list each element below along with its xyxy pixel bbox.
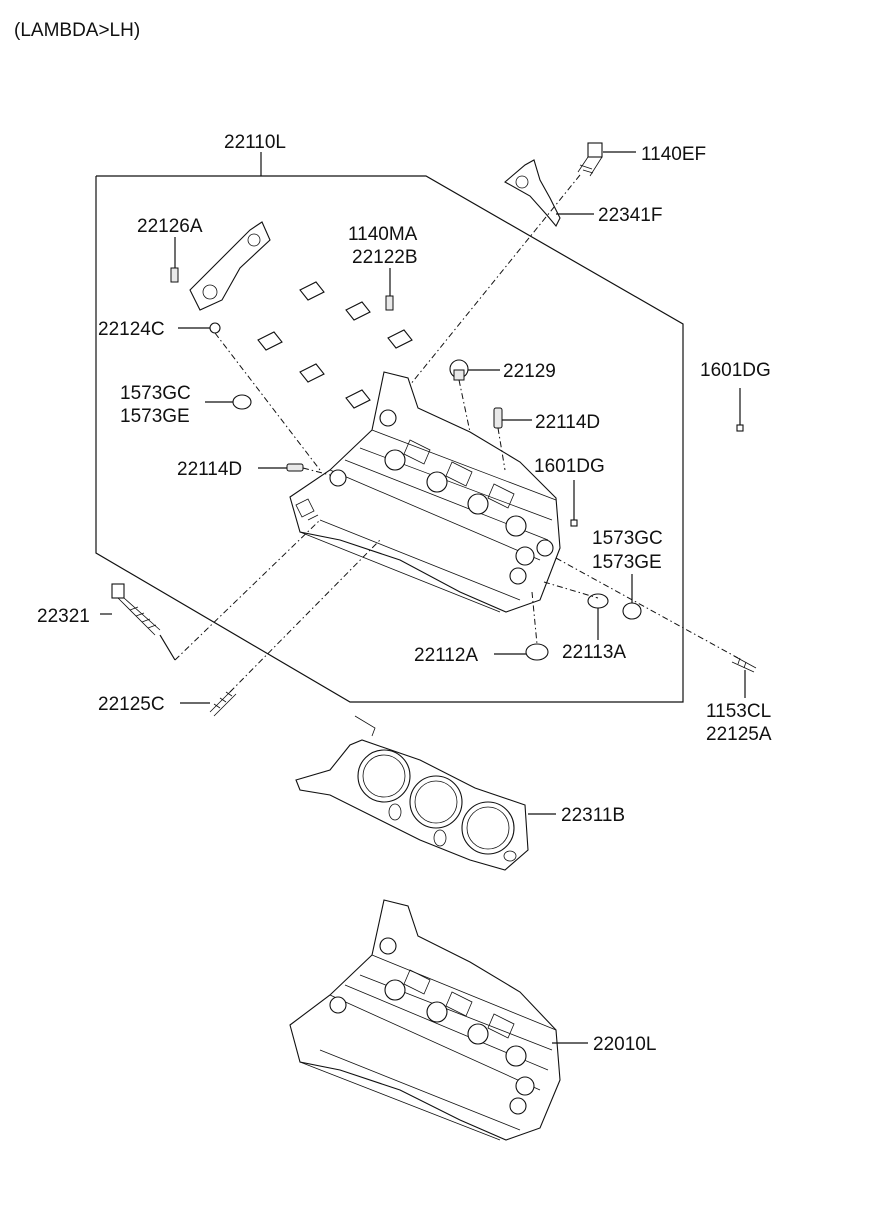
camshaft-bearing-caps [170, 221, 413, 409]
plug-1573GC-right-icon [622, 602, 642, 620]
dash-seals [531, 581, 599, 645]
bolt-1140EF-icon [577, 142, 603, 177]
seal-22113A-icon [587, 593, 609, 609]
label-22122B: 22122B [352, 247, 418, 268]
seal-22112A-icon [525, 643, 549, 661]
bolt-22321-icon [111, 583, 161, 636]
head-gasket-22311B [295, 715, 529, 871]
stud-1153CL-icon [731, 655, 757, 673]
cap-1601DG-outer-icon [736, 424, 744, 432]
label-1140EF: 1140EF [641, 144, 706, 165]
label-1573GE-left: 1573GE [120, 406, 190, 427]
cylinder-head-assembly [289, 371, 561, 613]
label-1601DG-inner: 1601DG [534, 456, 605, 477]
label-22126A: 22126A [137, 216, 203, 237]
label-22112A: 22112A [414, 645, 478, 666]
plug-1573GC-left-icon [232, 394, 252, 410]
label-22110L: 22110L [224, 132, 286, 153]
label-22113A: 22113A [562, 642, 626, 663]
cap-1601DG-inner-icon [570, 519, 578, 527]
dash-22124C [214, 332, 321, 471]
dash-plugs [458, 379, 506, 471]
label-1573GC-left: 1573GC [120, 383, 191, 404]
pin-22114D-left-icon [286, 463, 304, 472]
label-1140MA: 1140MA [348, 224, 418, 245]
label-22114D-left: 22114D [177, 459, 242, 480]
stud-22125C-icon [209, 689, 237, 717]
label-22114D-right: 22114D [535, 412, 600, 433]
label-1153CL: 1153CL [706, 701, 771, 722]
label-1573GC-right: 1573GC [592, 528, 663, 549]
bracket-22341F-icon [504, 159, 561, 227]
label-22010L: 22010L [593, 1034, 656, 1055]
dash-1140EF [409, 174, 581, 386]
dash-22114D-left [302, 467, 331, 476]
dowel-22124C-icon [209, 322, 221, 334]
label-1573GE-right: 1573GE [592, 552, 662, 573]
dash-22125C [229, 539, 381, 693]
label-22124C: 22124C [98, 319, 165, 340]
variant-header: (LAMBDA>LH) [14, 20, 140, 41]
assembly-outline [95, 175, 684, 703]
cylinder-head-22010L [289, 899, 561, 1141]
label-22341F: 22341F [598, 205, 662, 226]
label-1601DG-outer: 1601DG [700, 360, 771, 381]
pin-22114D-right-icon [493, 407, 503, 429]
dash-1153CL [555, 557, 739, 659]
label-22125C: 22125C [98, 694, 165, 715]
dash-22321 [174, 519, 321, 661]
label-22321: 22321 [37, 606, 90, 627]
label-22129: 22129 [503, 361, 556, 382]
label-22311B: 22311B [561, 805, 625, 826]
label-22125A: 22125A [706, 724, 772, 745]
